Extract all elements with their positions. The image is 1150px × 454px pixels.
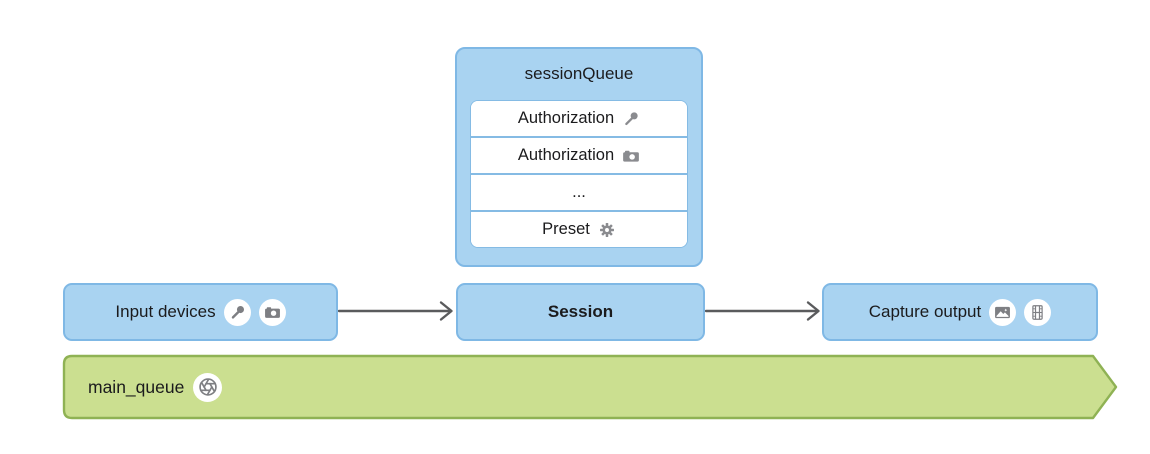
list-item-label: Authorization — [517, 146, 615, 164]
camera-icon — [258, 298, 286, 326]
input-devices-node: Input devices — [63, 283, 338, 341]
session-queue-title: sessionQueue — [524, 64, 634, 83]
session-queue-node: sessionQueue Authorization Authorization… — [455, 47, 703, 267]
microphone-icon — [622, 110, 640, 128]
capture-output-label: Capture output — [868, 302, 982, 321]
session-queue-list: Authorization Authorization ... Preset — [470, 100, 688, 248]
arrow-session-to-capture — [704, 301, 820, 321]
aperture-icon — [193, 372, 223, 402]
list-item-label: ... — [572, 183, 586, 201]
list-item-label: Authorization — [517, 109, 615, 127]
input-devices-label: Input devices — [115, 302, 216, 321]
gear-icon — [598, 221, 616, 239]
session-node: Session — [456, 283, 705, 341]
microphone-icon — [223, 298, 251, 326]
capture-output-node: Capture output — [822, 283, 1098, 341]
main-queue-label: main_queue — [88, 376, 185, 397]
main-queue-banner-shape — [62, 354, 1118, 420]
list-item-preset: Preset — [471, 210, 687, 247]
camera-icon — [622, 147, 640, 165]
list-item-authorization-camera: Authorization — [471, 136, 687, 173]
photo-icon — [989, 298, 1017, 326]
main-queue-banner: main_queue — [63, 356, 223, 418]
list-item-authorization-mic: Authorization — [471, 101, 687, 136]
arrow-input-to-session — [337, 301, 453, 321]
session-label: Session — [547, 302, 614, 321]
list-item-label: Preset — [542, 220, 590, 238]
list-item-ellipsis: ... — [471, 173, 687, 210]
film-icon — [1024, 298, 1052, 326]
